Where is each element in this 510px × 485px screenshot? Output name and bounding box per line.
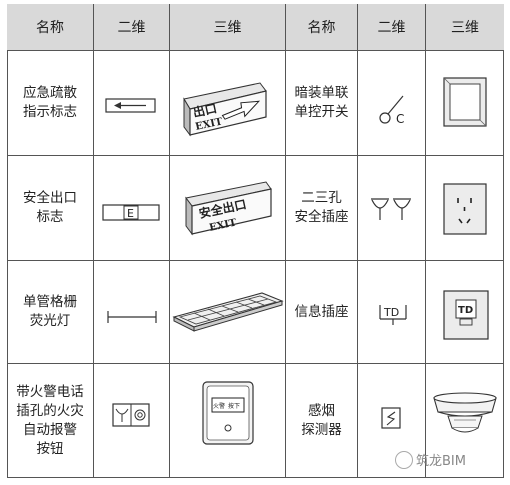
row4-left-name: 带火警电话 插孔的火灾 自动报警 按钮 <box>16 384 84 457</box>
exit-e-box-icon: E <box>102 204 160 221</box>
safety-exit-sign-icon: 安全出口 EXIT <box>185 181 272 236</box>
fluorescent-lamp-symbol-icon <box>107 311 157 323</box>
table-row-cell-name: 感烟 探测器 <box>286 364 357 478</box>
table-row-cell-name: 单管格栅 荧光灯 <box>7 261 93 363</box>
exit-sign-text-cn: 出口 <box>192 100 219 120</box>
exit-e-letter: E <box>127 207 134 220</box>
fire-alarm-button-device-icon: 火警 按下 <box>202 381 254 445</box>
table-row-cell-name: 二三孔 安全插座 <box>286 156 357 260</box>
row3-left-name: 单管格栅 荧光灯 <box>23 294 77 329</box>
alarm-label-right: 按下 <box>228 402 240 410</box>
smoke-detector-symbol-icon <box>381 407 401 429</box>
smoke-detector-device-icon <box>433 392 497 433</box>
header-3d-left: 三维 <box>170 4 285 50</box>
switch-c-label: C <box>396 112 404 126</box>
row2-right-name: 二三孔 安全插座 <box>294 190 349 225</box>
single-switch-symbol-icon: C <box>379 95 404 126</box>
table-row-cell-name: 信息插座 <box>286 261 357 363</box>
socket-symbol-icon <box>371 198 411 220</box>
alarm-label-left: 火警 <box>213 402 225 410</box>
info-socket-panel-icon: TD <box>443 290 489 340</box>
watermark-logo-icon <box>395 450 414 469</box>
info-socket-td-3d: TD <box>458 305 473 316</box>
fire-alarm-button-symbol-icon <box>112 403 150 427</box>
row3-right-name: 信息插座 <box>294 303 349 320</box>
table-row-cell-name: 暗装单联 单控开关 <box>286 51 357 155</box>
table-row-cell-name: 应急疏散 指示标志 <box>7 51 93 155</box>
exit-sign-arrow-icon: 出口 EXIT <box>183 82 267 137</box>
watermark-text: 筑龙BIM <box>416 454 466 469</box>
info-socket-symbol-icon: TD <box>379 305 407 325</box>
row1-left-name: 应急疏散 指示标志 <box>23 85 77 120</box>
arrow-left-box-icon <box>105 98 156 113</box>
header-2d-left: 二维 <box>94 4 169 50</box>
header-2d-right: 二维 <box>358 4 425 50</box>
info-socket-td-2d: TD <box>383 306 399 319</box>
symbol-table: 名称 二维 三维 名称 二维 三维 应急疏散 指示标志 出口 EXIT 暗装单联… <box>7 4 504 478</box>
header-name-right: 名称 <box>286 4 357 50</box>
header-3d-right: 三维 <box>426 4 504 50</box>
header-name-left: 名称 <box>7 4 93 50</box>
table-row-cell-name: 安全出口 标志 <box>7 156 93 260</box>
socket-panel-icon <box>443 183 487 235</box>
grille-lamp-icon <box>172 292 284 332</box>
wall-switch-panel-icon <box>443 77 487 127</box>
row2-left-name: 安全出口 标志 <box>23 190 77 225</box>
watermark: 筑龙BIM <box>395 450 466 469</box>
row1-right-name: 暗装单联 单控开关 <box>294 85 349 120</box>
table-row-cell-name: 带火警电话 插孔的火灾 自动报警 按钮 <box>7 364 93 478</box>
row4-right-name: 感烟 探测器 <box>301 403 342 438</box>
